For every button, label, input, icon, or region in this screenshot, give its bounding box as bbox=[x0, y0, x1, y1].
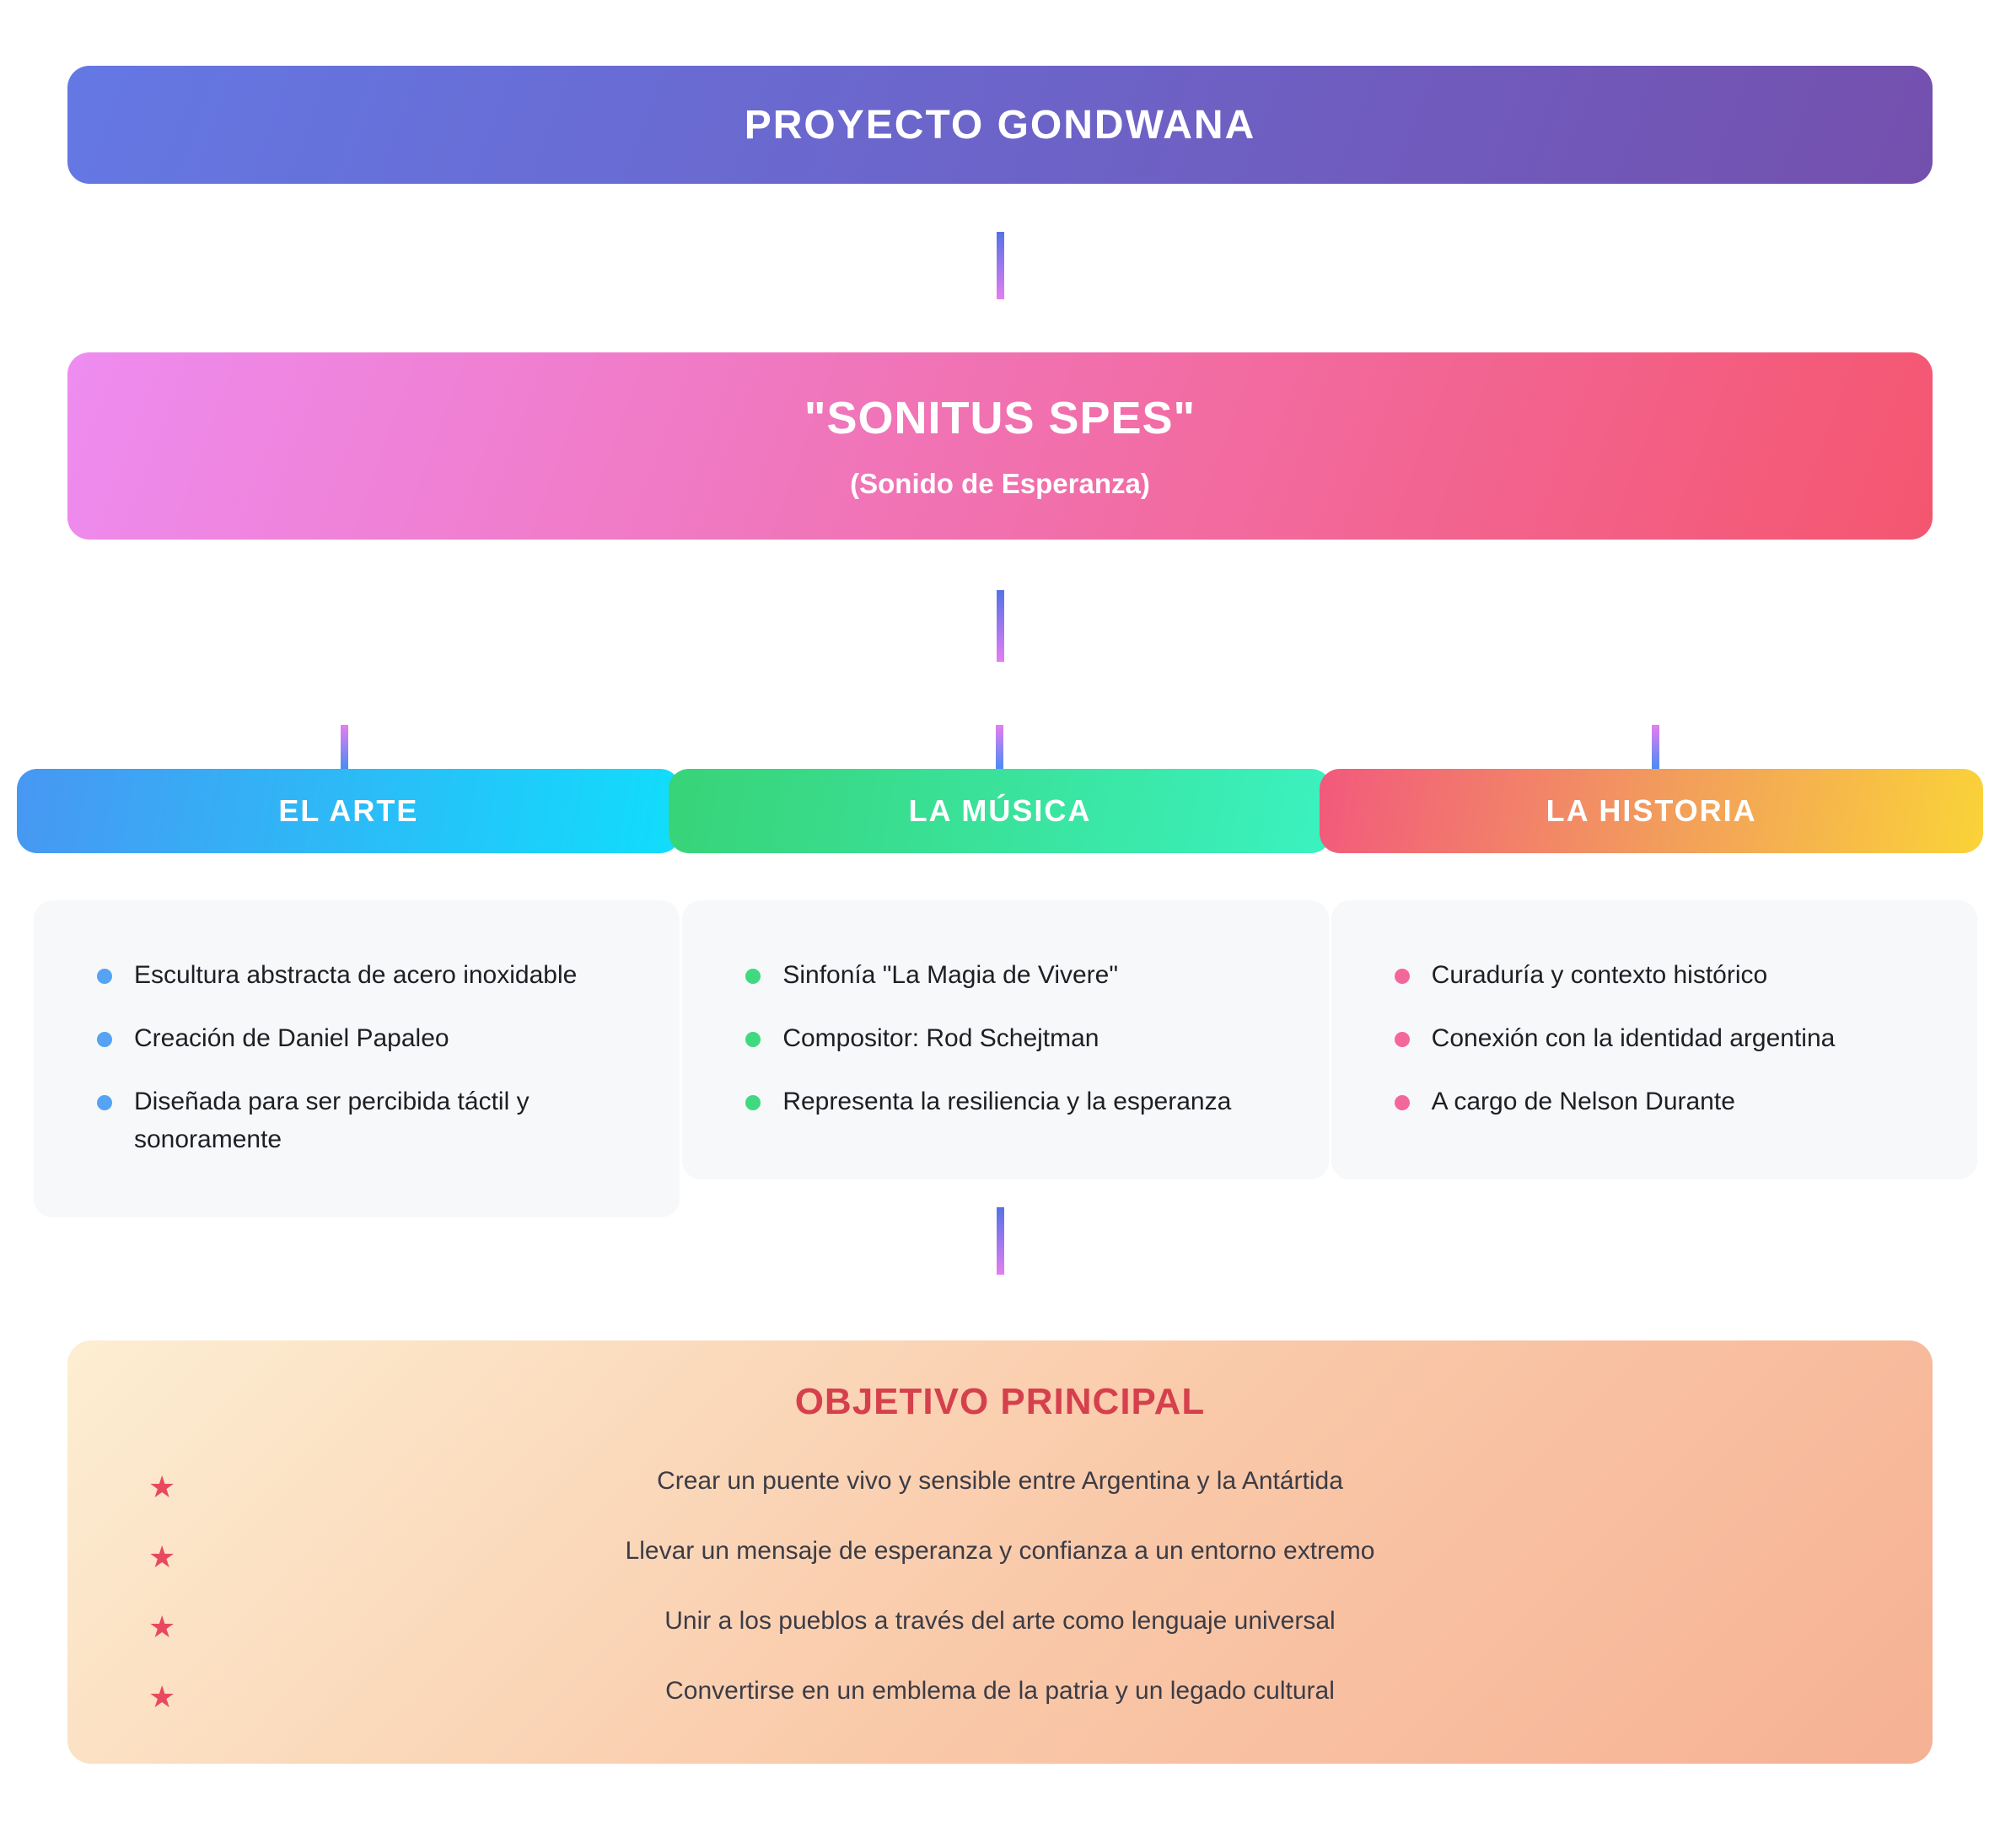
root-banner-title: PROYECTO GONDWANA bbox=[744, 102, 1256, 148]
objective-item-text: Unir a los pueblos a través del arte com… bbox=[664, 1607, 1336, 1635]
objective-item-text: Convertirse en un emblema de la patria y… bbox=[665, 1677, 1335, 1705]
bullet-dot-icon bbox=[1394, 1095, 1410, 1110]
header-la-musica: LA MÚSICA bbox=[668, 769, 1332, 853]
connector-branch-arte bbox=[341, 725, 349, 769]
branch-cards: Escultura abstracta de acero inoxidable … bbox=[34, 900, 1977, 1217]
list-item-text: Escultura abstracta de acero inoxidable bbox=[134, 961, 578, 989]
project-banner-title: "SONITUS SPES" bbox=[804, 393, 1196, 443]
root-banner: PROYECTO GONDWANA bbox=[67, 66, 1933, 184]
connector-branch-musica bbox=[996, 725, 1004, 769]
list-item: Curaduría y contexto histórico bbox=[1394, 956, 1942, 994]
bullet-dot-icon bbox=[745, 1095, 761, 1110]
list-item-text: A cargo de Nelson Durante bbox=[1431, 1088, 1735, 1115]
card-la-musica: Sinfonía "La Magia de Vivere" Compositor… bbox=[682, 900, 1329, 1179]
star-icon: ★ bbox=[148, 1679, 176, 1714]
list-item: Sinfonía "La Magia de Vivere" bbox=[745, 956, 1293, 994]
list-item-text: Creación de Daniel Papaleo bbox=[134, 1024, 449, 1052]
objective-title: OBJETIVO PRINCIPAL bbox=[794, 1381, 1206, 1422]
branch-connector-col-musica bbox=[672, 725, 1327, 769]
card-el-arte: Escultura abstracta de acero inoxidable … bbox=[34, 900, 680, 1217]
bullet-dot-icon bbox=[97, 1032, 112, 1047]
list-item-text: Diseñada para ser percibida táctil y son… bbox=[134, 1088, 530, 1153]
list-item-text: Compositor: Rod Schejtman bbox=[782, 1024, 1099, 1052]
objective-card: OBJETIVO PRINCIPAL ★ Crear un puente viv… bbox=[67, 1340, 1933, 1764]
list-item: Conexión con la identidad argentina bbox=[1394, 1019, 1942, 1057]
list-item-text: Representa la resiliencia y la esperanza bbox=[782, 1088, 1232, 1115]
list-item: Representa la resiliencia y la esperanza bbox=[745, 1082, 1293, 1120]
list-item-text: Sinfonía "La Magia de Vivere" bbox=[782, 961, 1118, 989]
star-icon: ★ bbox=[148, 1469, 176, 1504]
objective-item: ★ Unir a los pueblos a través del arte c… bbox=[118, 1602, 1882, 1644]
header-la-musica-label: LA MÚSICA bbox=[908, 793, 1092, 828]
list-item: Compositor: Rod Schejtman bbox=[745, 1019, 1293, 1057]
connector-project-to-branches bbox=[996, 590, 1004, 662]
header-el-arte: EL ARTE bbox=[17, 769, 680, 853]
branch-connector-col-arte bbox=[17, 725, 672, 769]
bullet-dot-icon bbox=[1394, 1032, 1410, 1047]
list-item: Creación de Daniel Papaleo bbox=[97, 1019, 644, 1057]
bullet-dot-icon bbox=[745, 1032, 761, 1047]
objective-item: ★ Llevar un mensaje de esperanza y confi… bbox=[118, 1532, 1882, 1574]
project-banner-subtitle: (Sonido de Esperanza) bbox=[850, 468, 1150, 499]
branch-connectors bbox=[17, 725, 1983, 769]
header-la-historia-label: LA HISTORIA bbox=[1546, 793, 1757, 828]
list-item-text: Curaduría y contexto histórico bbox=[1431, 961, 1768, 989]
list-item: Escultura abstracta de acero inoxidable bbox=[97, 956, 644, 994]
star-icon: ★ bbox=[148, 1539, 176, 1574]
bullet-dot-icon bbox=[745, 969, 761, 984]
card-la-historia: Curaduría y contexto histórico Conexión … bbox=[1331, 900, 1977, 1179]
header-el-arte-label: EL ARTE bbox=[278, 793, 419, 828]
branch-connector-col-historia bbox=[1328, 725, 1983, 769]
bullet-dot-icon bbox=[97, 1095, 112, 1110]
objective-item-text: Crear un puente vivo y sensible entre Ar… bbox=[657, 1467, 1343, 1495]
bullet-dot-icon bbox=[97, 969, 112, 984]
objective-item: ★ Crear un puente vivo y sensible entre … bbox=[118, 1462, 1882, 1504]
header-la-historia: LA HISTORIA bbox=[1320, 769, 1984, 853]
connector-root-to-project bbox=[996, 232, 1004, 299]
connector-branch-historia bbox=[1651, 725, 1659, 769]
connector-branches-to-objective bbox=[996, 1207, 1004, 1275]
list-item: A cargo de Nelson Durante bbox=[1394, 1082, 1942, 1120]
objective-item-text: Llevar un mensaje de esperanza y confian… bbox=[625, 1537, 1375, 1565]
objective-item: ★ Convertirse en un emblema de la patria… bbox=[118, 1672, 1882, 1714]
bullet-dot-icon bbox=[1394, 969, 1410, 984]
star-icon: ★ bbox=[148, 1609, 176, 1644]
list-item-text: Conexión con la identidad argentina bbox=[1431, 1024, 1836, 1052]
list-item: Diseñada para ser percibida táctil y son… bbox=[97, 1082, 644, 1158]
branch-headers: EL ARTE LA MÚSICA LA HISTORIA bbox=[17, 769, 1984, 853]
project-banner: "SONITUS SPES" (Sonido de Esperanza) bbox=[67, 352, 1933, 540]
